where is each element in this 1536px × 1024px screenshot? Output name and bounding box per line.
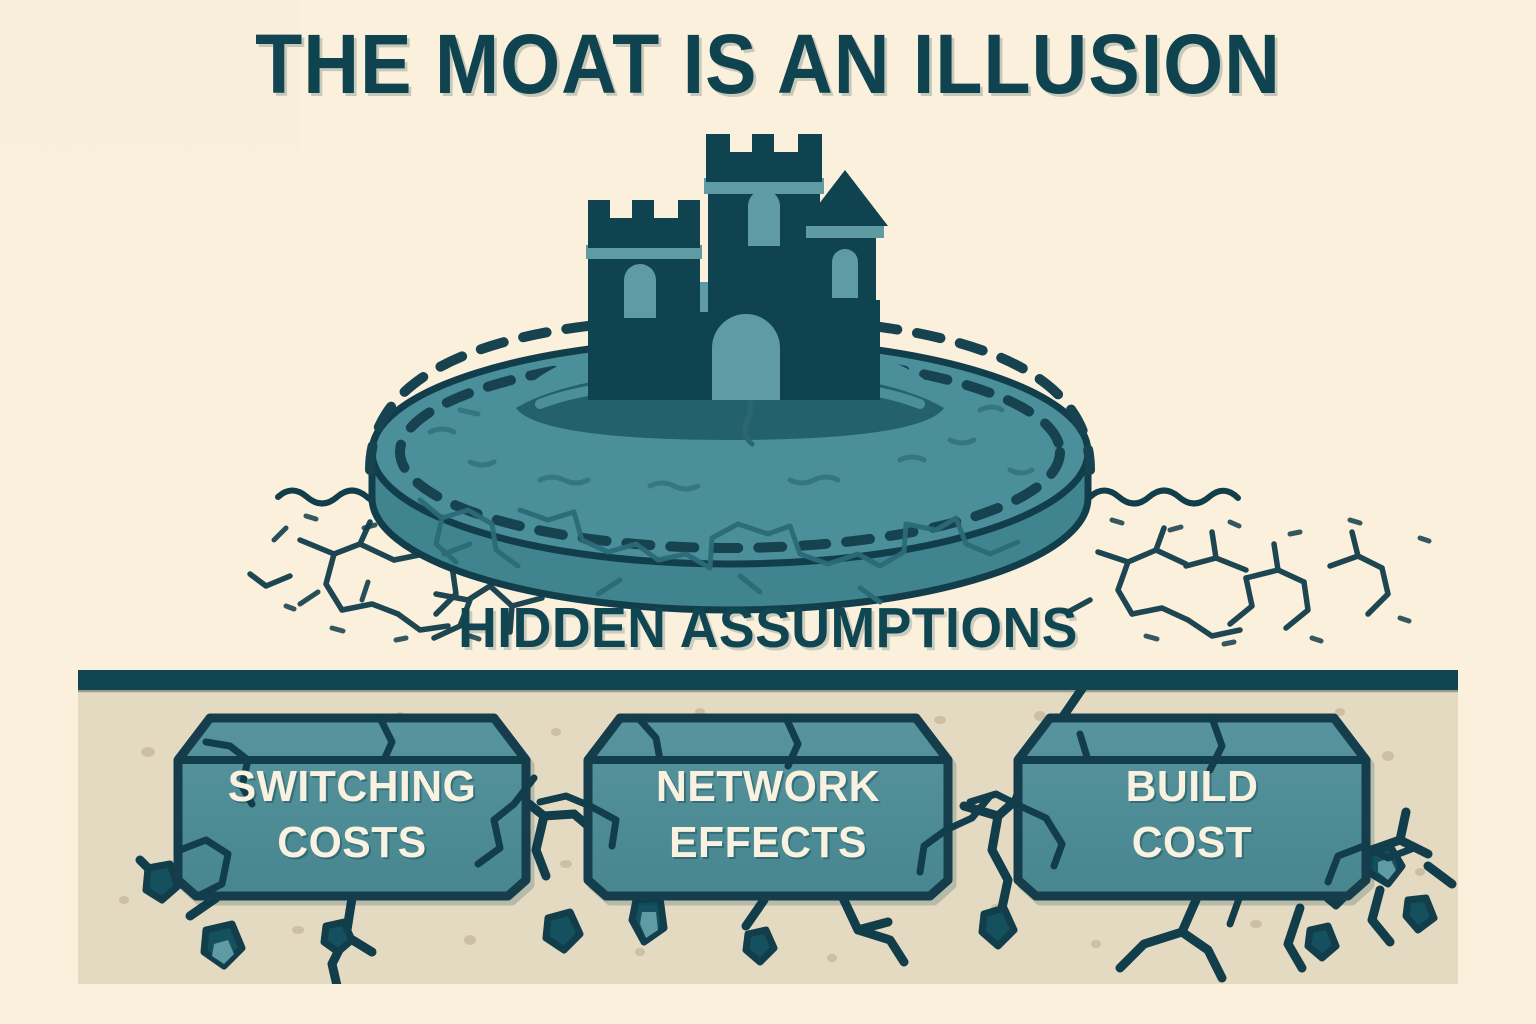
castle-right-tower bbox=[802, 170, 888, 400]
dashed-moat-arc bbox=[365, 312, 1095, 475]
page-title: THE MOAT IS AN ILLUSION bbox=[255, 17, 1281, 111]
foundation-block-switching-costs[interactable] bbox=[173, 713, 538, 901]
castle-central-tower bbox=[704, 134, 824, 400]
castle-left-tower bbox=[586, 200, 702, 400]
cracked-earth-right bbox=[1065, 487, 1432, 647]
foundation-block-network-effects[interactable] bbox=[536, 713, 994, 901]
section-heading: HIDDEN ASSUMPTIONS bbox=[458, 596, 1078, 660]
castle bbox=[586, 134, 888, 400]
ground-speckles bbox=[119, 708, 1425, 962]
foundation-block-build-cost[interactable] bbox=[966, 713, 1418, 928]
foundation-panel bbox=[78, 666, 1458, 984]
